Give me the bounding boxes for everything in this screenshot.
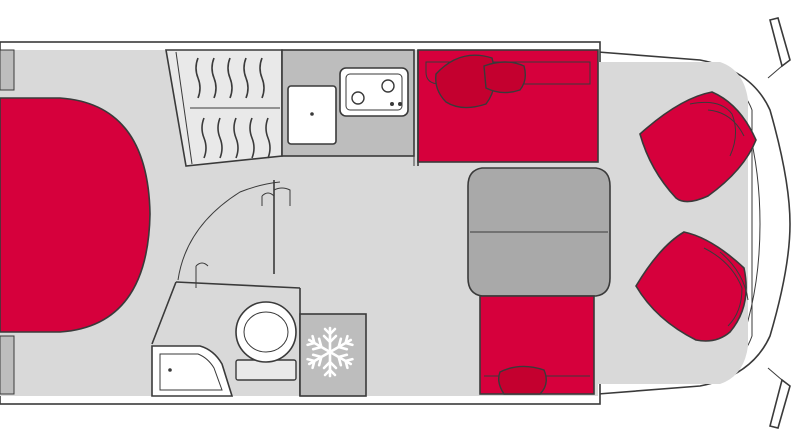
dinette-bench [479, 295, 595, 395]
side-sofa [417, 49, 599, 163]
wardrobe [165, 49, 283, 167]
cab-seat-driver [639, 91, 757, 203]
rear-island-bed [0, 97, 151, 333]
cushion-1 [435, 54, 496, 109]
right-mirror [767, 367, 791, 429]
toilet-icon [235, 301, 297, 381]
hanger-rail-top [195, 57, 265, 99]
cab-seat-passenger [635, 231, 749, 342]
rear-wall-cabinet-top [0, 49, 15, 91]
dining-table [467, 167, 611, 297]
left-mirror [767, 17, 791, 79]
cushion-3 [497, 365, 547, 395]
shower-tray-icon [151, 345, 234, 397]
cushion-2 [483, 61, 527, 94]
gas-hob-icon [339, 67, 409, 117]
hanger-rail-bottom [201, 117, 271, 159]
sink-icon [287, 85, 337, 145]
snowflake-icon [304, 326, 356, 378]
rear-wall-cabinet-bottom [0, 335, 15, 395]
fridge [299, 313, 367, 397]
